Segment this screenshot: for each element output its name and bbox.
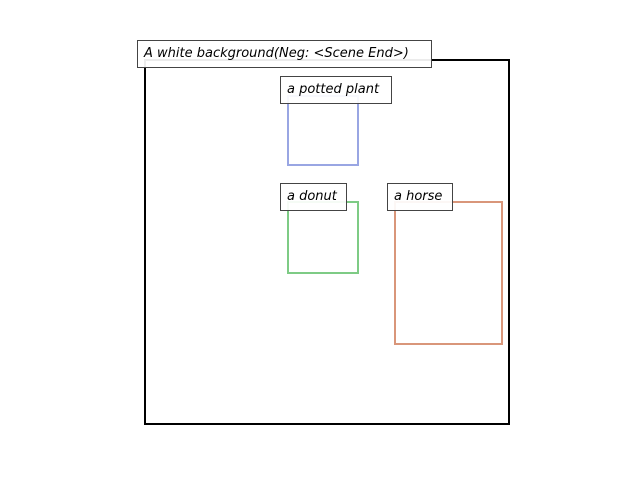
horse-box <box>394 201 503 345</box>
donut-label: a donut <box>280 183 347 211</box>
potted-plant-box <box>287 95 359 166</box>
horse-label: a horse <box>387 183 453 211</box>
potted-plant-label: a potted plant <box>280 76 392 104</box>
scene-caption: A white background(Neg: <Scene End>) <box>137 40 432 68</box>
donut-box <box>287 201 359 274</box>
